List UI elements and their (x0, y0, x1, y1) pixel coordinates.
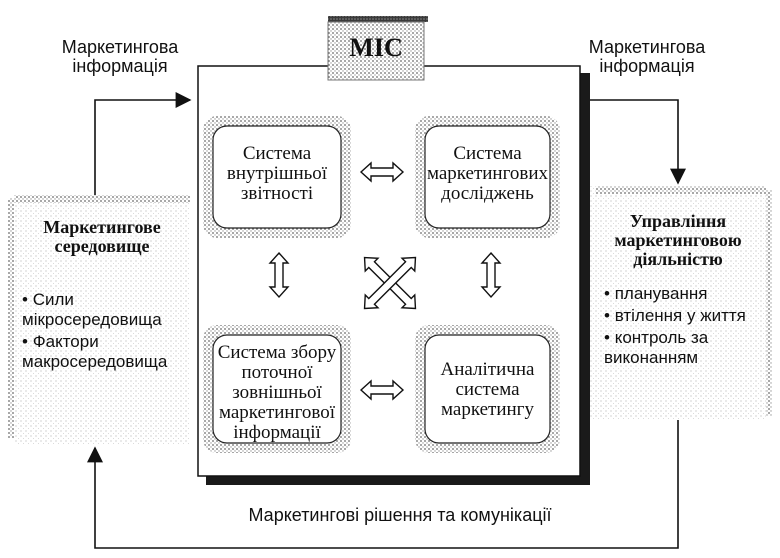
title-line: діяльністю (633, 248, 723, 269)
box-internal-reporting (203, 116, 351, 238)
double-arrow-icon-top (359, 161, 405, 183)
box-marketing-research (415, 116, 560, 238)
label-line: Аналітична (440, 359, 535, 380)
label-line: досліджень (441, 182, 534, 204)
management-panel (590, 186, 772, 420)
item-line: виконанням (604, 347, 699, 367)
feedback-lines (87, 92, 686, 549)
flow-label-top-right: Маркетингова інформація (567, 38, 727, 76)
label-line: зовнішньої (232, 381, 322, 403)
label-line: маркетингу (441, 398, 534, 420)
management-item: • контроль за виконанням (604, 328, 774, 367)
box-external-info (203, 325, 351, 453)
environment-item: • Фактори макросередовища (22, 332, 187, 371)
bullet-icon: • (604, 328, 610, 347)
bullet-icon: • (22, 332, 28, 351)
box-analytic-system (415, 325, 560, 453)
analytic-system-label: Аналітична система маркетингу (425, 360, 550, 420)
flow-label-line: інформація (599, 55, 695, 76)
bullet-icon: • (22, 290, 28, 309)
double-arrow-icon-right (480, 251, 502, 299)
label-line: система (455, 378, 520, 400)
label-line: інформації (233, 421, 321, 443)
title-line: Управління (629, 211, 727, 231)
item-line: Фактори (32, 332, 99, 351)
item-line: мікросередовища (22, 309, 162, 329)
environment-panel (8, 195, 190, 445)
bullet-icon: • (604, 284, 610, 303)
item-line: Сили (32, 290, 74, 309)
flow-label-top-left: Маркетингова інформація (40, 38, 200, 76)
management-item: • планування (604, 284, 774, 304)
marketing-research-label: Система маркетингових досліджень (425, 144, 550, 204)
label-line: маркетингових (426, 162, 549, 184)
cross-arrows-icon (363, 256, 417, 310)
mis-header-bar (328, 16, 428, 22)
internal-reporting-label: Система внутрішньої звітності (213, 144, 341, 204)
mis-header (327, 21, 425, 81)
label-line: Система збору (217, 342, 337, 363)
label-line: Система (453, 143, 522, 164)
external-info-label: Система збору поточної зовнішньої маркет… (207, 343, 347, 443)
label-line: Система (242, 143, 312, 164)
title-line: маркетинговою (614, 229, 742, 250)
flow-label-bottom: Маркетингові рішення та комунікації (248, 505, 552, 525)
flow-label-line: Маркетингова (588, 37, 706, 57)
item-line: планування (614, 284, 708, 303)
flow-label-line: Маркетингова (61, 37, 179, 57)
double-arrow-icon-bottom (359, 379, 405, 401)
environment-title: Маркетингове середовище (14, 218, 190, 256)
label-line: внутрішньої (226, 162, 328, 184)
mis-title: МІС (349, 33, 403, 62)
environment-item: • Сили мікросередовища (22, 290, 187, 329)
double-arrow-icon-left (268, 251, 290, 299)
label-line: звітності (240, 182, 314, 204)
management-title: Управління маркетинговою діяльністю (590, 212, 766, 269)
item-line: контроль за (614, 328, 709, 347)
label-line: маркетингової (218, 401, 336, 423)
label-line: поточної (241, 361, 313, 383)
bullet-icon: • (604, 306, 610, 325)
flow-label-line: інформація (72, 55, 168, 76)
title-line: Маркетингове (43, 217, 161, 237)
item-line: втілення у життя (614, 306, 746, 325)
item-line: макросередовища (22, 351, 168, 371)
management-item: • втілення у життя (604, 306, 774, 326)
title-line: середовище (54, 235, 150, 256)
